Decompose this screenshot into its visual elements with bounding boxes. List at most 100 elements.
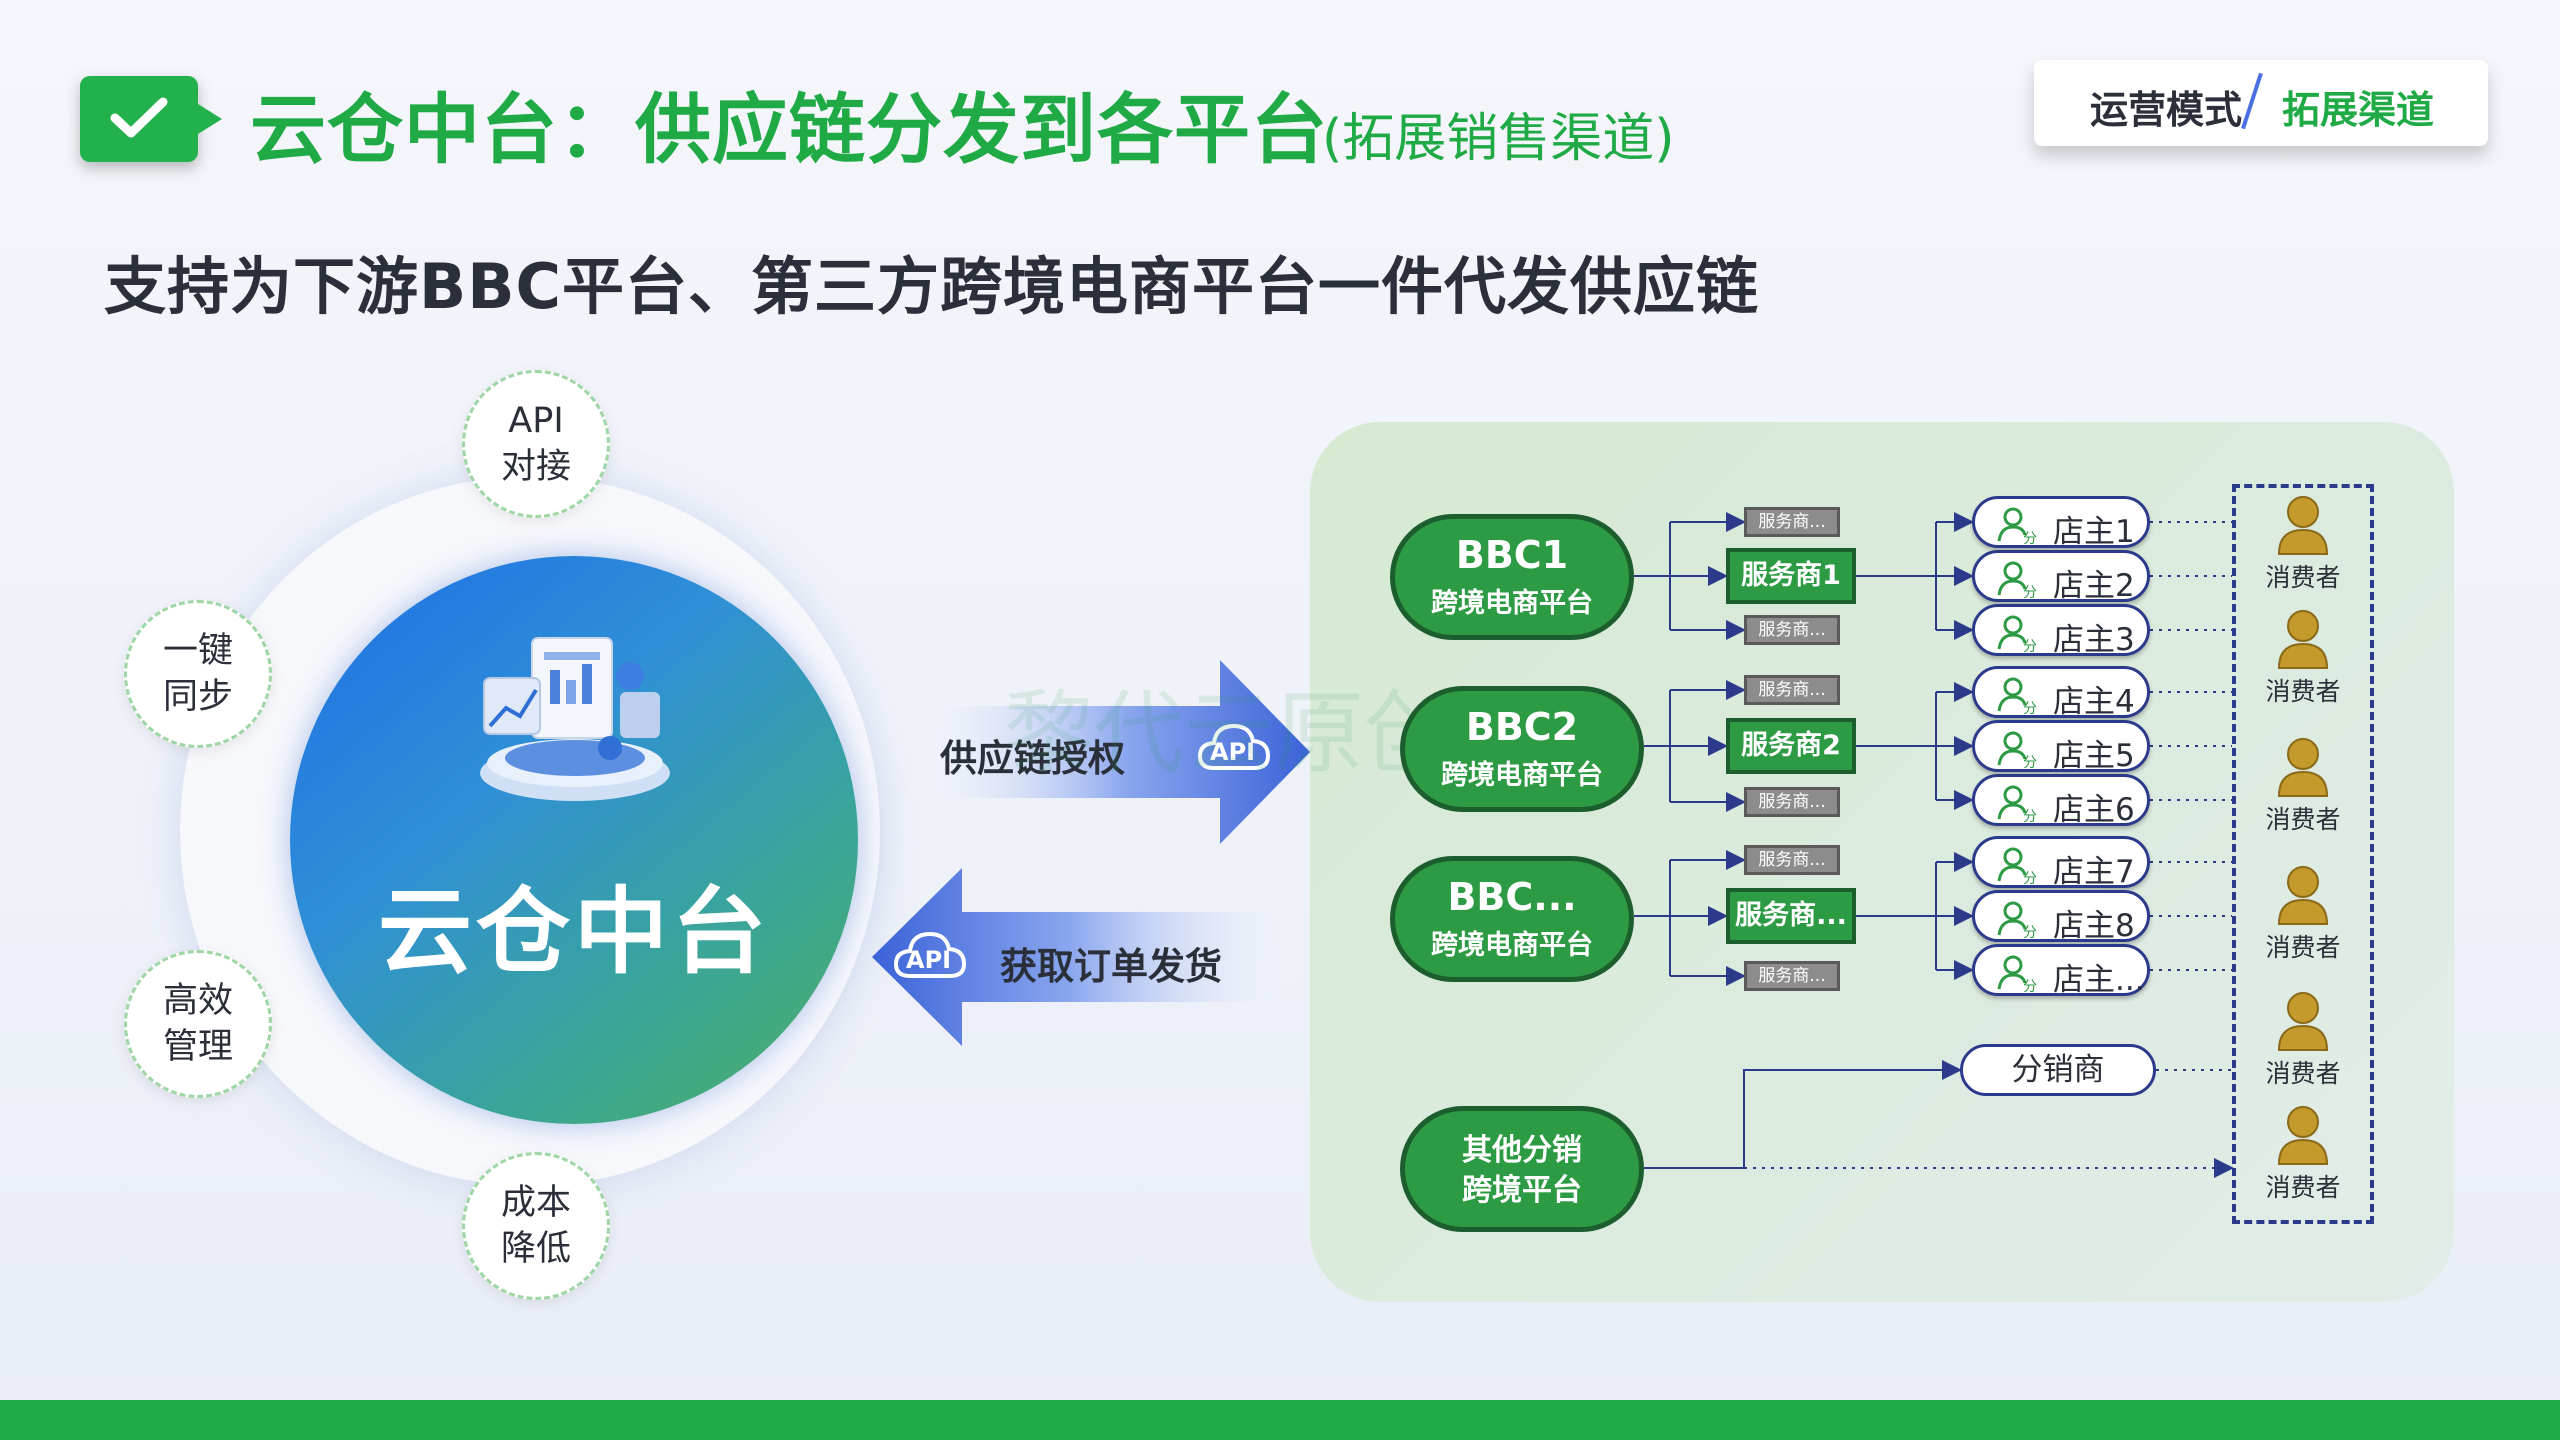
- consumer-icon: [2277, 738, 2329, 797]
- shop-owner: 分 店主2: [1972, 550, 2150, 604]
- shop-owner: 分 店主3: [1972, 604, 2150, 658]
- shop-owner-icon: 分: [1997, 507, 2037, 545]
- platform-type: 跨境电商平台: [1441, 760, 1603, 791]
- shop-owner-icon: 分: [1997, 847, 2037, 885]
- feature-sync: 一键 同步: [124, 600, 272, 748]
- platform-type: 跨境电商平台: [1431, 930, 1593, 961]
- service-provider-small: 服务商...: [1744, 787, 1840, 817]
- platform-type: 跨境电商平台: [1431, 588, 1593, 619]
- svg-text:分: 分: [2023, 701, 2037, 715]
- platform-name: BBC1: [1455, 533, 1569, 577]
- shop-owner: 分 店主5: [1972, 720, 2150, 774]
- svg-text:分: 分: [2023, 979, 2037, 993]
- consumer-label: 消费者: [2265, 677, 2341, 706]
- consumer-group: [2232, 484, 2374, 1224]
- dashboard-illustration-icon: [480, 637, 670, 801]
- service-provider: 服务商1: [1726, 548, 1856, 604]
- consumer: 消费者: [2232, 864, 2374, 964]
- mode-left-label: 运营模式: [2090, 88, 2243, 132]
- watermark: 黎代云原创: [1004, 681, 1454, 786]
- consumer-icon: [2277, 1106, 2329, 1165]
- api-badge-forward: API: [1210, 738, 1256, 766]
- shop-owner-icon: 分: [1997, 901, 2037, 939]
- platform-other-line2: 跨境平台: [1462, 1173, 1582, 1208]
- shop-owner-icon: 分: [1997, 561, 2037, 599]
- badge-pointer: [198, 104, 222, 134]
- api-cloud-icon: [894, 931, 966, 978]
- shop-owner: 分 店主1: [1972, 496, 2150, 550]
- backward-arrow: [872, 868, 1312, 1046]
- consumer: 消费者: [2232, 1104, 2374, 1204]
- shop-owner-label: 店主2: [2053, 568, 2135, 604]
- consumer-label: 消费者: [2265, 563, 2341, 592]
- shop-owner-icon: 分: [1997, 955, 2037, 993]
- shop-owner-icon: 分: [1997, 731, 2037, 769]
- distributor: 分销商: [1960, 1044, 2156, 1096]
- forward-arrow-label: 供应链授权: [940, 737, 1125, 780]
- hub-label: 云仓中台: [377, 878, 770, 987]
- consumer-label: 消费者: [2265, 1059, 2341, 1088]
- shop-owner-label: 店主1: [2053, 514, 2135, 550]
- consumer-icon: [2277, 496, 2329, 555]
- service-provider-small: 服务商...: [1744, 615, 1840, 645]
- feature-api: API 对接: [462, 370, 610, 518]
- consumer: 消费者: [2232, 494, 2374, 594]
- shop-owner-label: 店主3: [2053, 622, 2135, 658]
- shop-owner-label: 店主7: [2053, 854, 2135, 890]
- svg-text:分: 分: [2023, 585, 2037, 599]
- consumer: 消费者: [2232, 990, 2374, 1090]
- shop-owner-icon: 分: [1997, 677, 2037, 715]
- service-provider: 服务商2: [1726, 718, 1856, 774]
- shop-owner: 分 店主4: [1972, 666, 2150, 720]
- shop-owner-icon: 分: [1997, 785, 2037, 823]
- footer-bar: [0, 1400, 2560, 1440]
- shop-owner-label: 店主5: [2053, 738, 2135, 774]
- api-cloud-icon: [1198, 723, 1270, 770]
- backward-arrow-label: 获取订单发货: [1000, 945, 1222, 988]
- platform-name: BBC...: [1447, 875, 1577, 919]
- consumer: 消费者: [2232, 608, 2374, 708]
- shop-owner: 分 店主6: [1972, 774, 2150, 828]
- consumer: 消费者: [2232, 736, 2374, 836]
- hub-circle: 云仓中台: [290, 556, 858, 1124]
- svg-text:分: 分: [2023, 531, 2037, 545]
- consumer-label: 消费者: [2265, 1173, 2341, 1202]
- consumer-icon: [2277, 992, 2329, 1051]
- forward-arrow: [900, 660, 1310, 844]
- page-subtitle: (拓展销售渠道): [1322, 109, 1675, 169]
- feature-manage: 高效 管理: [124, 950, 272, 1098]
- shop-owner-label: 店主...: [2053, 962, 2145, 998]
- api-badge-backward: API: [906, 946, 952, 974]
- mode-right-label: 拓展渠道: [2282, 88, 2435, 132]
- service-provider-small: 服务商...: [1744, 675, 1840, 705]
- platform-other-line1: 其他分销: [1462, 1133, 1582, 1168]
- headline: 支持为下游BBC平台、第三方跨境电商平台一件代发供应链: [104, 250, 1760, 323]
- shop-owner: 分 店主7: [1972, 836, 2150, 890]
- service-provider-small: 服务商...: [1744, 507, 1840, 537]
- service-provider-small: 服务商...: [1744, 961, 1840, 991]
- svg-text:分: 分: [2023, 809, 2037, 823]
- check-badge-icon: [80, 76, 198, 162]
- platform-bbc-more: BBC... 跨境电商平台: [1390, 856, 1634, 982]
- shop-owner-label: 店主4: [2053, 684, 2135, 720]
- svg-text:分: 分: [2023, 639, 2037, 653]
- service-provider: 服务商...: [1726, 888, 1856, 944]
- consumer-icon: [2277, 610, 2329, 669]
- svg-text:分: 分: [2023, 925, 2037, 939]
- svg-text:分: 分: [2023, 755, 2037, 769]
- feature-cost: 成本 降低: [462, 1152, 610, 1300]
- service-provider-small: 服务商...: [1744, 845, 1840, 875]
- shop-owner: 分 店主...: [1972, 944, 2150, 998]
- svg-text:分: 分: [2023, 871, 2037, 885]
- consumer-label: 消费者: [2265, 933, 2341, 962]
- shop-owner-label: 店主6: [2053, 792, 2135, 828]
- shop-owner-icon: 分: [1997, 615, 2037, 653]
- page-title: 云仓中台：供应链分发到各平台: [250, 85, 1328, 174]
- platform-other: 其他分销 跨境平台: [1400, 1106, 1644, 1232]
- platform-bbc1: BBC1 跨境电商平台: [1390, 514, 1634, 640]
- mode-tag: 运营模式 拓展渠道: [2034, 60, 2488, 146]
- consumer-label: 消费者: [2265, 805, 2341, 834]
- platform-name: BBC2: [1465, 705, 1579, 749]
- consumer-icon: [2277, 866, 2329, 925]
